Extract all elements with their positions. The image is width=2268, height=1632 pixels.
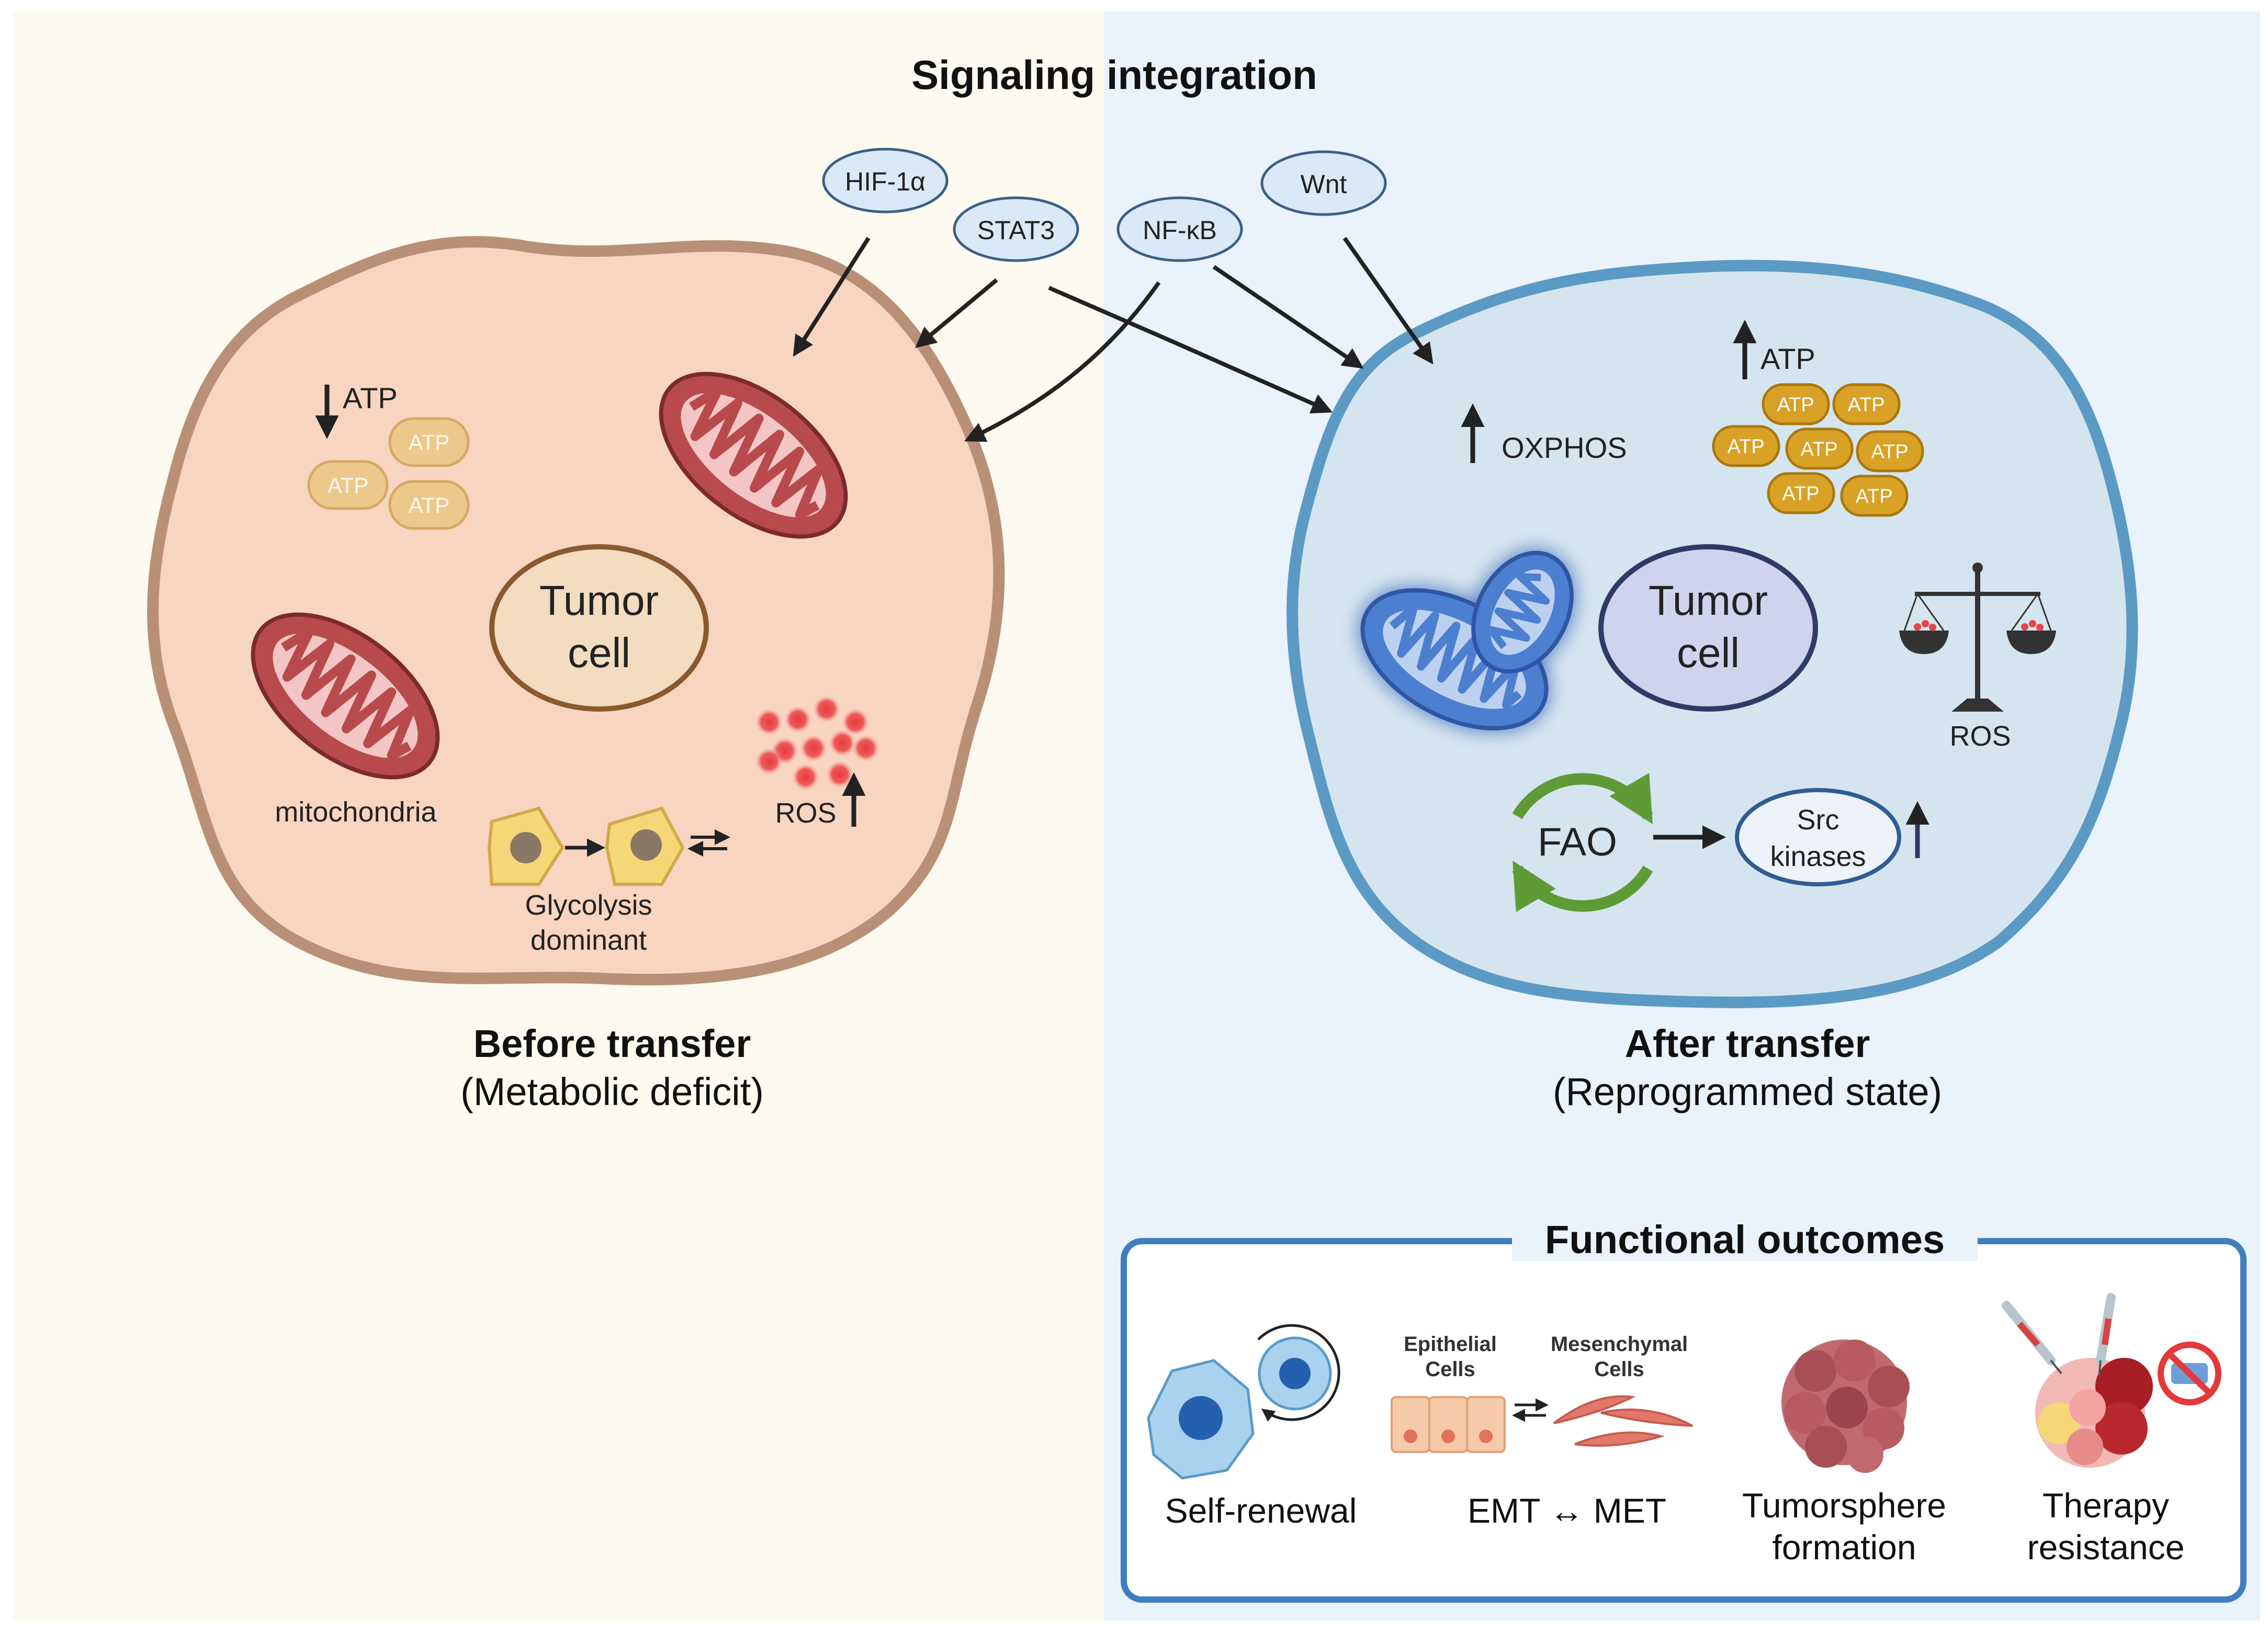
atp-pill: ATP (1840, 475, 1909, 517)
glowing-mitochondrion-icon (1360, 550, 1574, 730)
mitochondrion-icon (659, 372, 848, 539)
svg-text:ATP: ATP (1871, 441, 1908, 463)
signal-node-hif1a: HIF-1α (822, 148, 949, 213)
nfkb-to-right-arrow-icon (1212, 265, 1364, 369)
therapy-resistance-label: resistance (2027, 1528, 2185, 1567)
self-renewal-icon (1147, 1324, 1340, 1480)
right-atp-group: ATP ATP ATP ATP ATP ATP ATP ATP (1712, 320, 1924, 517)
svg-text:NF-κB: NF-κB (1143, 216, 1217, 245)
svg-text:HIF-1α: HIF-1α (845, 167, 926, 196)
atp-pill: ATP (307, 460, 389, 510)
epithelial-cells-icon (1391, 1396, 1506, 1453)
prohibited-pill-icon (2158, 1342, 2221, 1405)
ros-particles-icon (755, 695, 879, 791)
emt-icon: Epithelial Cells Mesenchymal Cells (1391, 1333, 1693, 1453)
signaling-arrows (793, 237, 1434, 442)
svg-text:Epithelial: Epithelial (1404, 1333, 1497, 1356)
wnt-to-right-arrow-icon (1342, 237, 1434, 365)
balance-scale-icon (1899, 562, 2056, 712)
right-nucleus-label: Tumor (1649, 577, 1768, 624)
before-subheading: (Metabolic deficit) (460, 1070, 764, 1113)
src-kinases-label: kinases (1770, 841, 1866, 872)
fao-cycle-icon (1512, 773, 1653, 912)
svg-text:ATP: ATP (409, 430, 450, 455)
src-kinases-label: Src (1797, 804, 1840, 836)
left-nucleus: Tumor cell (489, 544, 709, 712)
svg-text:ATP: ATP (409, 493, 450, 517)
equilibrium-arrows-icon (687, 829, 730, 857)
fao-label: FAO (1538, 820, 1617, 864)
atp-pill: ATP (1856, 430, 1924, 472)
mesenchymal-cells-icon (1553, 1395, 1693, 1447)
glycolysis-label: Glycolysis (525, 890, 652, 921)
svg-text:ATP: ATP (1727, 436, 1764, 458)
self-renewal-label: Self-renewal (1165, 1491, 1357, 1530)
tumorsphere-label: formation (1772, 1528, 1916, 1567)
svg-text:ATP: ATP (328, 473, 369, 498)
after-heading: After transfer (1625, 1022, 1870, 1065)
before-heading: Before transfer (473, 1022, 751, 1065)
svg-text:Mesenchymal: Mesenchymal (1551, 1333, 1688, 1356)
stat3-to-right-arrow-icon (1048, 286, 1333, 414)
atp-pill: ATP (1785, 427, 1854, 470)
left-ros-label: ROS (775, 797, 836, 829)
therapy-resistance-label: Therapy (2043, 1486, 2169, 1525)
outcomes-title: Functional outcomes (1545, 1218, 1945, 1262)
left-nucleus-label: cell (568, 629, 630, 676)
atp-pill: ATP (1762, 383, 1830, 425)
svg-text:STAT3: STAT3 (977, 216, 1055, 245)
syringe-icon (2002, 1301, 2062, 1375)
signal-node-wnt: Wnt (1260, 150, 1387, 216)
syringe-icon (2096, 1293, 2116, 1377)
glycolysis-label: dominant (531, 925, 647, 956)
emt-met-label: EMT ↔ MET (1468, 1491, 1666, 1530)
svg-text:ATP: ATP (1855, 486, 1892, 508)
emt-equilibrium-arrows-icon (1512, 1398, 1549, 1422)
left-nucleus-label: Tumor (539, 577, 659, 624)
right-atp-label: ATP (1761, 342, 1815, 375)
nfkb-to-left-arrow-icon (964, 281, 1161, 442)
tumorsphere-icon (1781, 1340, 1910, 1473)
atp-pill: ATP (1832, 383, 1901, 425)
glycolysis-cell-icon (487, 806, 565, 886)
atp-pill: ATP (388, 480, 470, 530)
mitochondria-label: mitochondria (275, 796, 437, 828)
signal-node-nfkb: NF-κB (1116, 196, 1243, 262)
right-ros-label: ROS (1949, 721, 2011, 752)
svg-text:ATP: ATP (1800, 438, 1837, 460)
mitochondrion-icon (251, 612, 440, 780)
svg-text:ATP: ATP (1847, 394, 1885, 416)
atp-pill: ATP (1767, 472, 1835, 514)
left-atp-label: ATP (343, 381, 398, 414)
left-atp-group: ATP ATP ATP ATP (307, 381, 470, 530)
stat3-to-left-arrow-icon (915, 278, 998, 348)
svg-text:ATP: ATP (1782, 483, 1819, 505)
right-nucleus-label: cell (1677, 629, 1740, 676)
right-nucleus: Tumor cell (1598, 544, 1818, 712)
signal-node-stat3: STAT3 (953, 196, 1079, 262)
oxphos-label: OXPHOS (1502, 431, 1627, 464)
src-kinases-node: Src kinases (1735, 788, 1901, 886)
diagram-title: Signaling integration (911, 52, 1317, 98)
svg-text:Wnt: Wnt (1301, 170, 1347, 199)
tumorsphere-label: Tumorsphere (1742, 1486, 1946, 1525)
svg-text:Cells: Cells (1594, 1358, 1644, 1381)
therapy-resistance-icon (2002, 1293, 2221, 1468)
atp-pill: ATP (1712, 425, 1780, 467)
glycolysis-cell-icon (605, 806, 685, 886)
atp-pill: ATP (388, 417, 470, 467)
after-subheading: (Reprogrammed state) (1553, 1070, 1942, 1113)
svg-text:ATP: ATP (1777, 394, 1814, 416)
svg-text:Cells: Cells (1425, 1358, 1475, 1381)
hif-to-left-arrow-icon (793, 237, 871, 357)
